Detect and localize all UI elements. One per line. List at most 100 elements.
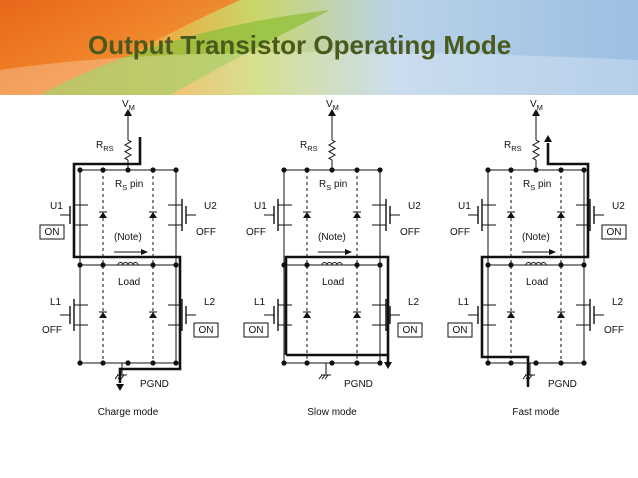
diode-lower-right	[557, 311, 565, 318]
pgnd-symbol-hatch	[120, 374, 125, 380]
circuit-caption: Fast mode	[512, 407, 560, 418]
supply-label: VM	[326, 99, 339, 112]
mid-node-1	[304, 262, 310, 268]
state-l1-box	[243, 322, 269, 338]
sense-pin-label: RS pin	[523, 179, 551, 192]
current-path	[480, 143, 590, 387]
mid-node-3	[377, 262, 383, 268]
diode-lower-left	[507, 311, 515, 318]
bottom-node-3	[354, 360, 360, 366]
header-swoosh-green	[40, 10, 330, 95]
label-u2: U2	[204, 201, 217, 212]
diode-upper-left	[303, 211, 311, 218]
bottom-node-2	[329, 360, 335, 366]
pgnd-symbol-hatch	[324, 374, 329, 380]
pgnd-label: PGND	[548, 379, 577, 390]
sense-resistor	[123, 139, 133, 161]
label-u1: U1	[458, 201, 471, 212]
label-l1: L1	[50, 297, 62, 308]
top-node-0	[281, 167, 287, 173]
state-l2-box	[397, 322, 423, 338]
note-label: (Note)	[318, 232, 346, 243]
state-u1: OFF	[246, 227, 266, 238]
diode-lower-left-triangle	[303, 312, 311, 318]
header-highlight	[0, 52, 638, 95]
current-path-arrow	[116, 384, 124, 391]
pgnd-label: PGND	[140, 379, 169, 390]
supply-label: VM	[122, 99, 135, 112]
sense-resistor	[531, 139, 541, 161]
diode-upper-left	[99, 211, 107, 218]
bottom-node-1	[304, 360, 310, 366]
bottom-node-3	[558, 360, 564, 366]
diode-upper-right-triangle	[557, 212, 565, 218]
bottom-node-1	[100, 360, 106, 366]
bottom-node-4	[173, 360, 179, 366]
bottom-node-2	[125, 360, 131, 366]
diode-lower-left-triangle	[99, 312, 107, 318]
diode-upper-right-triangle	[149, 212, 157, 218]
label-l2: L2	[408, 297, 420, 308]
supply-label: VM	[530, 99, 543, 112]
bottom-node-0	[77, 360, 83, 366]
pgnd-symbol-hatch	[522, 374, 527, 380]
transistor-u2	[372, 199, 400, 231]
note-arrow-head	[345, 249, 352, 255]
state-u1: OFF	[450, 227, 470, 238]
mid-node-2	[150, 262, 156, 268]
slide-title: Output Transistor Operating Mode	[88, 30, 512, 60]
top-node-3	[354, 167, 360, 173]
top-node-1	[508, 167, 514, 173]
state-u2: OFF	[196, 227, 216, 238]
pgnd-symbol-hatch	[321, 374, 326, 380]
label-u2: U2	[408, 201, 421, 212]
mid-node-1	[100, 262, 106, 268]
diode-lower-left	[99, 311, 107, 318]
label-u1: U1	[50, 201, 63, 212]
load-inductor	[117, 262, 139, 266]
diode-upper-left-triangle	[303, 212, 311, 218]
diode-lower-right-triangle	[557, 312, 565, 318]
circuit-caption: Charge mode	[98, 407, 159, 418]
load-label: Load	[526, 277, 548, 288]
mid-node-3	[581, 262, 587, 268]
transistor-l2	[168, 299, 196, 331]
top-node-2	[125, 167, 131, 173]
bottom-node-3	[150, 360, 156, 366]
diode-lower-right-triangle	[353, 312, 361, 318]
state-u2: ON	[607, 227, 622, 238]
pgnd-symbol-hatch	[528, 374, 533, 380]
supply-arrow	[532, 109, 540, 116]
top-node-3	[150, 167, 156, 173]
transistor-u1	[468, 199, 496, 231]
sense-pin-label: RS pin	[319, 179, 347, 192]
current-path-arrow	[544, 135, 552, 142]
top-node-3	[558, 167, 564, 173]
sense-pin-label: RS pin	[115, 179, 143, 192]
bottom-node-4	[581, 360, 587, 366]
state-u1: ON	[45, 227, 60, 238]
bottom-node-1	[508, 360, 514, 366]
state-l2: ON	[199, 325, 214, 336]
top-node-4	[173, 167, 179, 173]
supply-arrow	[124, 109, 132, 116]
note-label: (Note)	[114, 232, 142, 243]
header-swoosh-orange	[0, 0, 240, 95]
state-l1-box	[447, 322, 473, 338]
label-u2: U2	[612, 201, 625, 212]
mid-node-2	[354, 262, 360, 268]
note-label: (Note)	[522, 232, 550, 243]
pgnd-symbol	[318, 369, 331, 380]
current-path	[284, 255, 390, 357]
top-node-0	[77, 167, 83, 173]
label-u1: U1	[254, 201, 267, 212]
diode-lower-right	[149, 311, 157, 318]
transistor-u2	[168, 199, 196, 231]
sense-resistor	[327, 139, 337, 161]
mid-node-2	[558, 262, 564, 268]
diode-lower-right-triangle	[149, 312, 157, 318]
